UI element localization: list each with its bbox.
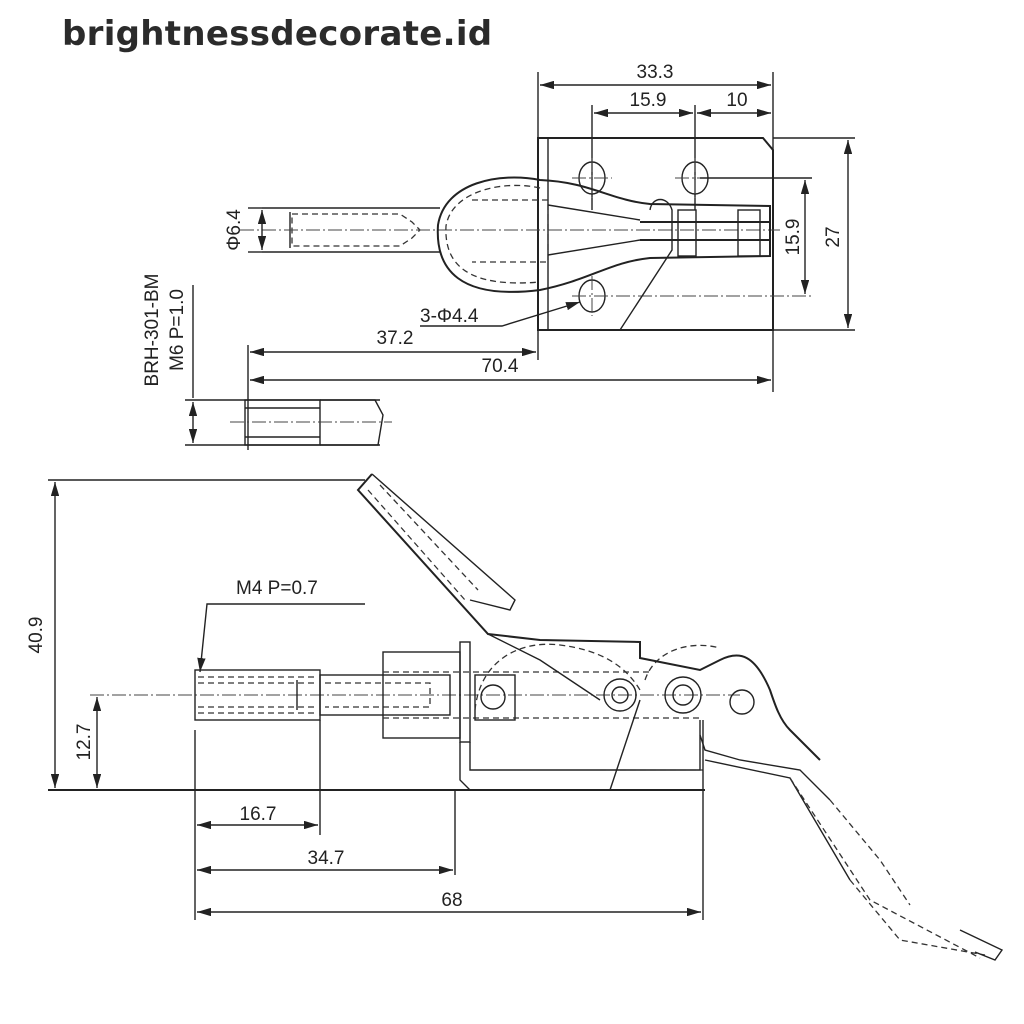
drawing-stroke — [619, 198, 673, 331]
dim-hole-edge: 10 — [726, 90, 747, 111]
drawing-stroke — [459, 720, 701, 791]
drawing-stroke — [371, 473, 516, 611]
m6-thread-spec: M6 P=1.0 — [167, 289, 188, 371]
plunger-body — [436, 176, 771, 293]
drawing-stroke — [547, 204, 641, 221]
dim-total-height: 40.9 — [26, 617, 47, 654]
handle-open — [356, 473, 821, 761]
dim-total-length-top: 70.4 — [482, 356, 519, 377]
drawing-stroke — [383, 671, 700, 719]
pivot-pin — [480, 684, 506, 710]
dim-holes-label: 3-Φ4.4 — [420, 306, 479, 327]
dim-overall-width: 33.3 — [637, 62, 674, 83]
drawing-stroke — [474, 674, 516, 721]
dim-plunger-to-base: 37.2 — [377, 328, 414, 349]
drawing-stroke — [611, 686, 629, 704]
dim-body-length: 34.7 — [308, 848, 345, 869]
drawing-stroke — [487, 633, 601, 701]
drawing-stroke — [609, 699, 641, 791]
drawing-stroke — [198, 676, 318, 714]
drawing-stroke — [472, 199, 549, 263]
model-number: BRH-301-BM — [142, 274, 163, 387]
watermark: brightnessdecorate.id — [62, 14, 493, 54]
drawing-stroke — [319, 674, 451, 716]
drawing-stroke — [325, 682, 431, 708]
dim-plunger-dia: Φ6.4 — [224, 209, 245, 251]
drawing-stroke — [737, 209, 761, 257]
drawing-stroke — [547, 239, 641, 256]
drawing-stroke — [699, 734, 831, 801]
base-plate — [537, 137, 774, 331]
top-view: 33.3 15.9 10 — [142, 62, 855, 450]
drawing-stroke — [320, 399, 384, 446]
pivot-pin — [603, 678, 637, 712]
drawing-stroke — [704, 759, 851, 881]
dim-base-height: 27 — [823, 226, 844, 247]
drawing-stroke — [420, 301, 581, 327]
drawing-stroke — [672, 684, 694, 706]
drawing-stroke — [459, 641, 471, 743]
drawing-stroke — [789, 777, 986, 959]
pivot-pin — [664, 676, 702, 714]
drawing-stroke — [445, 184, 541, 284]
m4-thread-spec: M4 P=0.7 — [236, 578, 318, 599]
drawing-stroke — [677, 209, 697, 257]
dim-stud-length: 16.7 — [240, 804, 277, 825]
drawing-stroke — [644, 644, 721, 681]
drawing-stroke — [197, 603, 365, 673]
dim-hole-spacing: 15.9 — [630, 90, 667, 111]
drawing-stroke — [959, 929, 1004, 961]
drawing-stroke — [474, 643, 641, 711]
drawing-stroke — [367, 484, 479, 601]
pivot-pin — [729, 689, 755, 715]
dim-center-height: 12.7 — [74, 724, 95, 761]
drawing-stroke — [291, 213, 421, 247]
dim-hole-vertical: 15.9 — [783, 219, 804, 256]
dim-total-length-side: 68 — [441, 890, 462, 911]
side-view: 40.9 12.7 M4 P=0.7 — [26, 473, 1004, 961]
